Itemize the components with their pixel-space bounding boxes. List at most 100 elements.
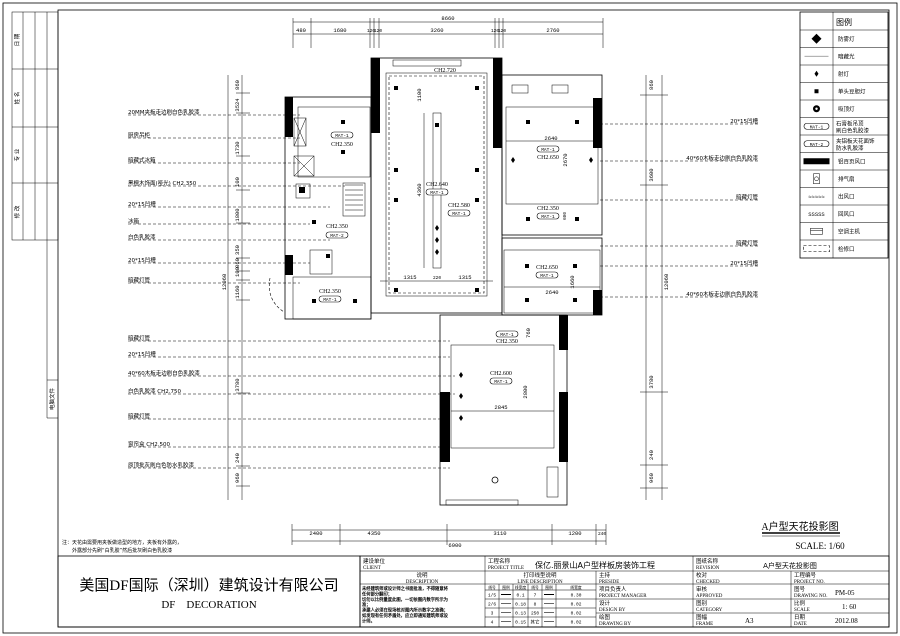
line-table-cell: 3 [491,611,494,617]
dim-label: 1315 [403,274,416,281]
dim-bottom-seg: 4350 [367,530,380,537]
line-table-cell: 7 [534,593,537,599]
revision-value: A户型天花投影图 [763,561,817,570]
spotlight-icon [435,249,439,255]
ceiling-height: CH2.650 [537,155,559,161]
dim-left-label: 1730 [234,141,241,154]
downlight-icon [394,86,398,90]
downlight-icon [475,168,479,172]
annotation-label: 20*15凹槽 [128,200,156,208]
dim-right-label: 960 [648,473,655,483]
scale-label: SCALE: 1/60 [795,541,845,551]
ceiling-height: CH2.350 [537,206,559,212]
line-table-header: 图例 [545,585,553,590]
annotation-label: 暗藏灯管 [128,412,151,420]
description-text-line: 计师。 [362,617,375,624]
exhaust-fan-icon [813,173,820,184]
date-value: 2012.08 [835,617,858,625]
spotlight-icon [511,157,515,163]
approved-label-en: APPROVED [696,594,723,599]
dim-left-total: 12060 [221,274,228,291]
drawing-title: A户型天花投影图 [761,520,838,533]
downlight-icon [525,264,529,268]
annotation-label: 暗藏灯管 [736,239,759,247]
line-table-cell: 2/6 [488,602,496,608]
mat-tag: MAT-1 [452,211,466,217]
annotation-label: 黑檀木饰面(哑光) CH2.350 [128,179,197,187]
description-text-line: 未经建筑师或设计师之书面批准，不得随意将 [362,585,449,592]
ceiling-height: CH2.720 [434,68,456,74]
company-name-en: DF DECORATION [161,599,256,611]
legend-label: 空调主机 [838,227,861,235]
line-table-cell: 其它 [531,619,540,626]
line-table-cell: 1/5 [488,593,496,599]
floor-plan: MAT-1 CH2.350 CH2.350 MAT-2 CH2.350 MAT-… [269,57,603,506]
ceiling-height: CH2.350 [496,339,518,345]
downlight-icon [475,288,479,292]
ceiling-height: CH2.640 [426,182,448,188]
mat-tag: MAT-1 [540,273,554,279]
dim-top-seg: 120 [367,28,375,34]
company-name-cn: 美国DF国际（深圳）建筑设计有限公司 [79,577,338,594]
dim-top-total: 8660 [441,15,454,22]
legend-label: 暗藏光 [838,52,855,60]
description-text-line: 准； [362,601,371,608]
dim-label: 220 [433,275,441,281]
date-label-cn: 日期 [794,614,806,621]
ceiling-lamp-icon [813,105,820,113]
line-table-cell: 4 [491,620,494,626]
annotation-label: 白色乳胶漆 CH2.750 [128,387,181,395]
access-hatch-icon [803,245,830,253]
revision-strip: 日 期 姓 名 专 业 修 改 电脑文件 [11,11,59,419]
dim-label: 760 [525,328,532,338]
ceiling-height: CH2.580 [448,203,470,209]
description-label-cn: 说明 [416,571,428,579]
legend-label: 出风口 [838,192,855,200]
strip-label-date: 日 期 [14,33,21,46]
downlight-icon [525,298,529,302]
dim-top-seg: 1680 [333,27,346,34]
dim-top-seg: 120 [491,28,499,34]
annotation-label: 40*60木板走边刷白色乳胶漆 [686,290,758,298]
line-table-cell: 250 [531,611,539,617]
pm-label-cn: 项目负责人 [599,585,627,593]
date-label-en: DATE [794,622,807,627]
drawing-no-label-cn: 图号 [794,585,806,593]
description-text-line: 任何部分翻印； [361,590,392,597]
dim-top-seg: 3260 [430,27,443,34]
description-label-en: DESCRIPTION [406,580,439,585]
mat-tag: MAT-1 [541,214,555,220]
design-label-en: DESIGN BY [599,608,626,613]
dim-left-label: 960 [234,473,241,483]
legend-label: 吸顶灯 [838,105,855,113]
supply-vent-icon: ≈≈≈≈≈ [808,193,825,200]
annotation-label: 暗藏灯管 [128,276,151,284]
description-text-line: 如发现有任何矛盾处，应立即通知建筑师或设 [362,612,449,619]
downlight-icon [341,120,345,124]
dim-top-seg: 120 [498,28,506,34]
checked-label-cn: 校对 [696,571,708,579]
line-table-cell: 8 [534,602,537,608]
annotation-label: 20*15凹槽 [128,350,156,358]
downlight-icon [326,254,330,258]
dim-label: 1315 [458,274,471,281]
svg-text:SSSSS: SSSSS [808,211,825,218]
design-label-cn: 设计 [599,599,611,607]
dim-right-label: 240 [648,450,655,460]
downlight-icon [526,217,530,221]
line-table-header: 线号 [531,585,539,590]
drawing-by-label-cn: 绘图 [599,613,611,621]
strip-label-revision: 修 改 [13,205,21,218]
dim-label: 2845 [494,404,507,411]
annotation-label: 暗藏灯管 [128,334,151,342]
drawing-no-value: PM-05 [835,589,855,597]
mat-tag: MAT-1 [541,147,555,153]
annotation-label: 冰箱 [128,217,140,225]
annotation-label: 原顶批灰刷白色防水乳胶漆 [128,461,195,469]
category-label-cn: 图别 [696,599,707,607]
annotation-label: 暗藏式冰箱 [128,156,156,164]
